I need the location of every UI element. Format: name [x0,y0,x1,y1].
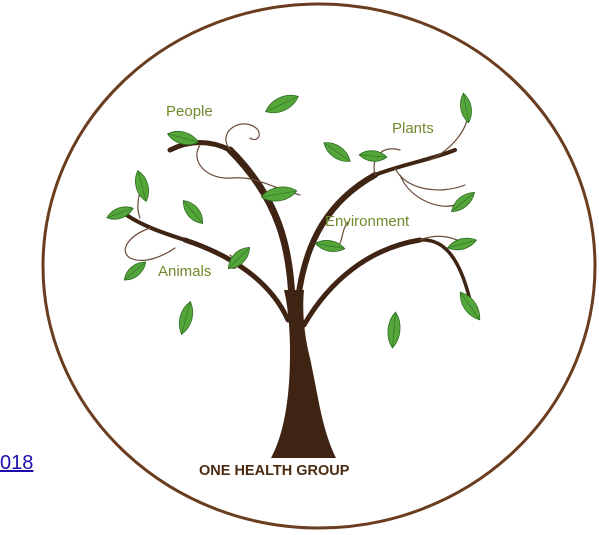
trunk [271,290,336,458]
logo-title: ONE HEALTH GROUP [199,463,350,479]
label-plants: Plants [392,120,434,137]
label-environment: Environment [325,213,410,230]
label-people: People [166,103,213,120]
label-animals: Animals [158,263,211,280]
leaf-icon [106,92,481,349]
link-text[interactable]: 018 [0,452,34,474]
